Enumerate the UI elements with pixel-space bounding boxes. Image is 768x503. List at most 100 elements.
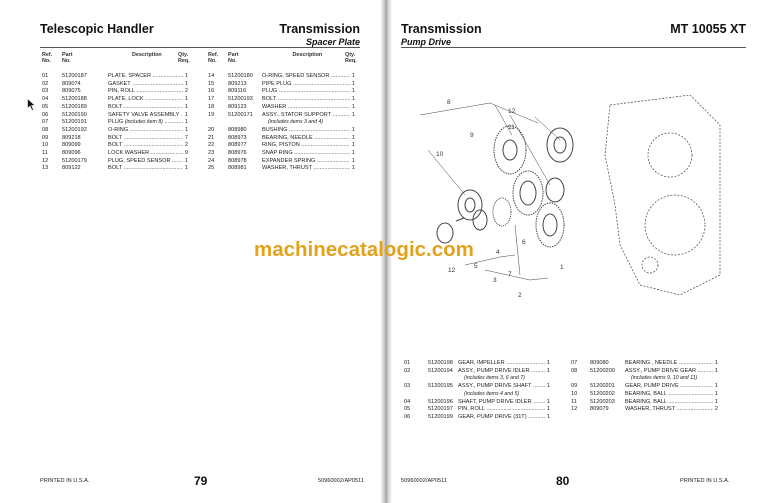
description: PLATE, SPACER ..........................… <box>108 73 183 79</box>
description-text: GEAR, PUMP DRIVE (31T) <box>458 413 527 420</box>
description-note: (includes items 3 and 4) <box>268 119 324 126</box>
part-number: 809213 <box>228 80 247 87</box>
part-number: 808981 <box>228 165 247 172</box>
quantity: 1 <box>351 165 355 172</box>
description: ASSY., PUMP DRIVE SHAFT ................… <box>458 383 545 390</box>
quantity: 1 <box>351 103 355 110</box>
part-number: 808973 <box>228 134 247 141</box>
description-text: PLUG <box>262 88 278 95</box>
description-text: RING, PISTON <box>262 142 300 149</box>
ref-number: 05 <box>404 406 411 413</box>
part-number: 809079 <box>590 406 609 413</box>
section-subtitle: Spacer Plate <box>305 37 360 47</box>
col-header-ref: Ref. No. <box>42 52 53 64</box>
callout-label: 10 <box>436 151 444 158</box>
header-rule <box>40 47 360 48</box>
callout-label: 6 <box>522 239 526 246</box>
quantity: 1 <box>546 413 550 420</box>
ref-number: 12 <box>42 157 49 164</box>
description: SHAFT, PUMP DRIVE IDLER ................… <box>458 398 545 405</box>
ref-number: 13 <box>42 165 49 172</box>
part-number: 809116 <box>228 88 247 95</box>
description: LOCK WASHER ............................… <box>108 150 183 156</box>
quantity: 1 <box>546 383 550 390</box>
ref-number: 01 <box>42 73 49 79</box>
description-text: GEAR, PUMP DRIVE <box>625 383 679 390</box>
description-text: BEARING, NEEDLE <box>262 134 313 141</box>
ref-number: 09 <box>42 134 49 141</box>
header-rule <box>401 47 746 48</box>
callout-label: 12 <box>508 108 516 115</box>
description-text: GEAR, IMPELLER <box>458 360 505 366</box>
quantity: 1 <box>184 96 188 103</box>
col-header-description: Description <box>132 52 162 58</box>
part-number: 51200203 <box>590 398 615 405</box>
quantity: 2 <box>184 88 188 95</box>
quantity: 1 <box>714 383 718 390</box>
description: ASSY., STATOR SUPPORT ..................… <box>262 111 350 118</box>
quantity: 2 <box>184 142 188 149</box>
part-number: 809122 <box>62 165 81 172</box>
ref-number: 16 <box>208 88 215 95</box>
description-note: (includes item 8) <box>124 119 163 126</box>
quantity: 1 <box>184 157 188 164</box>
quantity: 1 <box>184 111 188 118</box>
ref-number: 07 <box>571 360 578 366</box>
callout-label: 8 <box>447 99 451 106</box>
description-text: WASHER, THRUST <box>262 165 312 172</box>
description-text: BEARING , NEEDLE <box>625 360 678 366</box>
part-number: 51200189 <box>62 103 87 110</box>
ref-number: 19 <box>208 111 215 118</box>
description-text: BOLT <box>108 103 123 110</box>
description-text: BEARING, BALL <box>625 398 667 405</box>
quantity: 1 <box>351 134 355 141</box>
part-number: 51200200 <box>590 367 615 374</box>
callout-label: 7 <box>508 271 512 278</box>
description: ASSY., PUMP DRIVE GEAR .................… <box>625 367 713 374</box>
callout-label: 4 <box>496 249 500 256</box>
description-text: PLATE, SPACER <box>108 73 152 79</box>
description: WASHER .................................… <box>262 103 350 110</box>
quantity: 1 <box>351 96 355 103</box>
ref-number: 22 <box>208 142 215 149</box>
ref-number: 25 <box>208 165 215 172</box>
gears <box>436 125 574 248</box>
ref-number: 15 <box>208 80 215 87</box>
description-note: (includes items 9, 10 and 11) <box>631 375 698 382</box>
description-text: SHAFT, PUMP DRIVE IDLER <box>458 398 532 405</box>
description: BEARING, NEEDLE ........................… <box>262 134 350 141</box>
part-number: 809075 <box>62 88 81 95</box>
ref-number: 09 <box>571 383 578 390</box>
description-note: (includes items 3, 6 and 7) <box>464 375 525 382</box>
quantity: 9 <box>184 150 188 156</box>
description: BOLT ...................................… <box>108 142 183 149</box>
quantity: 2 <box>714 406 718 413</box>
description-text: LOCK WASHER <box>108 150 150 156</box>
description: PIPE PLUG ..............................… <box>262 80 350 87</box>
quantity: 1 <box>184 80 188 87</box>
description-text: BEARING, BALL <box>625 390 667 397</box>
callout-label: 5 <box>474 263 478 270</box>
description: GEAR, IMPELLER .........................… <box>458 360 545 366</box>
quantity: 1 <box>184 165 188 172</box>
description: PLUG (includes item 8) .................… <box>108 119 183 126</box>
callout-label: 11 <box>508 124 515 131</box>
part-number: 809099 <box>62 142 81 149</box>
leader-lines <box>420 102 561 281</box>
ref-number: 06 <box>404 413 411 420</box>
col-header-part: Part No. <box>62 52 73 64</box>
ref-number: 12 <box>571 406 578 413</box>
part-number: 51200192 <box>62 126 87 133</box>
description-text: BOLT <box>108 134 123 141</box>
callout-label: 2 <box>518 292 522 299</box>
part-number: 51200194 <box>428 367 453 374</box>
description: GASKET .................................… <box>108 80 183 87</box>
part-number: 51200201 <box>590 383 615 390</box>
description-text: SNAP RING <box>262 150 293 156</box>
ref-number: 07 <box>42 119 49 126</box>
ref-number: 20 <box>208 126 215 133</box>
quantity: 1 <box>714 367 718 374</box>
part-number: 51200191 <box>62 119 87 126</box>
description: BOLT ...................................… <box>108 103 183 110</box>
